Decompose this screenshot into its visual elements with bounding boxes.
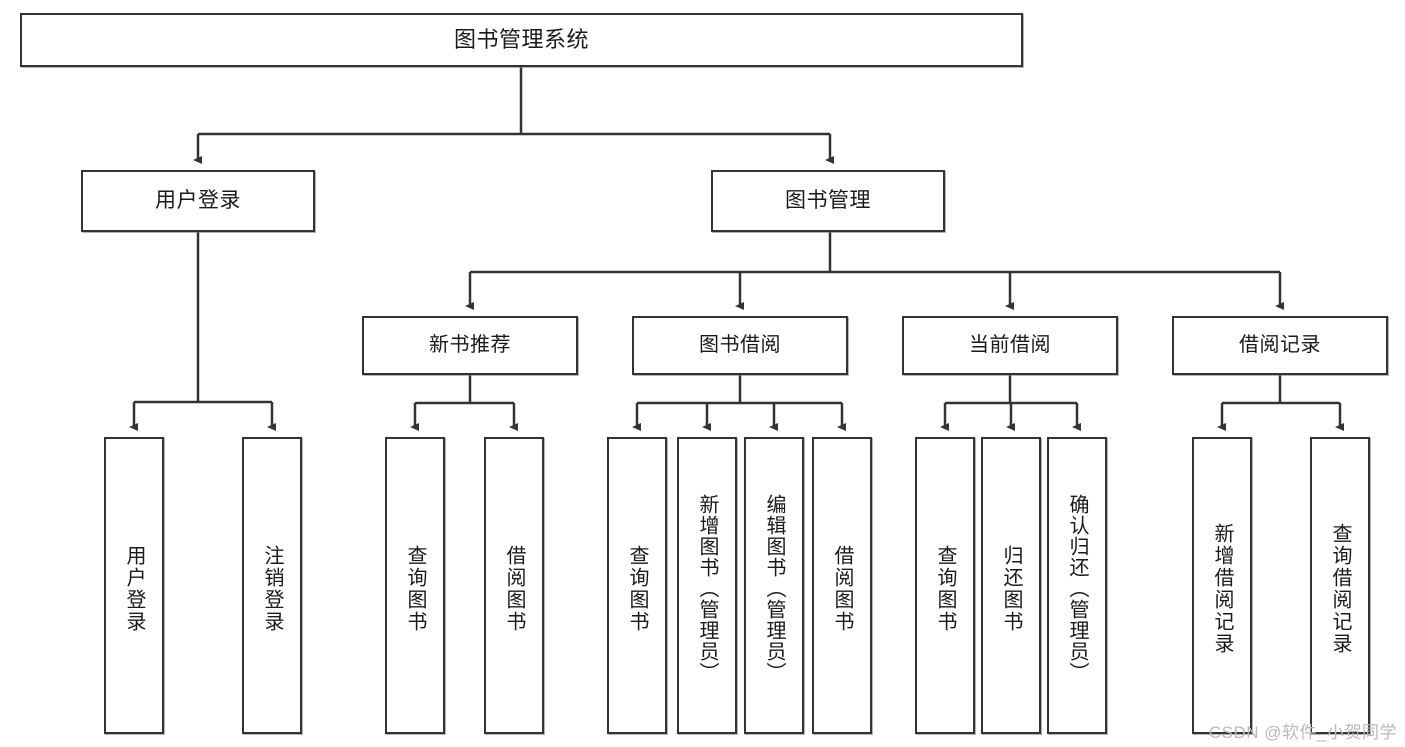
leaf-br-add-record[interactable]: 新增借阅记录 [1192, 437, 1252, 734]
node-label: 用户登录 [155, 188, 241, 212]
leaf-cb-query-book[interactable]: 查询图书 [915, 437, 975, 734]
node-label: 编辑图书（管理员） [763, 494, 785, 683]
leaf-user-logout[interactable]: 注销登录 [242, 437, 302, 734]
node-label: 借阅记录 [1239, 333, 1321, 356]
node-label: 新增借阅记录 [1211, 522, 1233, 655]
node-label: 确认归还（管理员） [1066, 494, 1088, 683]
node-label: 当前借阅 [969, 333, 1051, 356]
node-label: 新书推荐 [429, 333, 511, 356]
node-book-management-system[interactable]: 图书管理系统 [20, 13, 1023, 67]
node-user-login[interactable]: 用户登录 [81, 170, 315, 232]
node-label: 查询图书 [404, 544, 426, 633]
node-label: 查询借阅记录 [1329, 522, 1351, 655]
node-current-borrow[interactable]: 当前借阅 [902, 316, 1118, 375]
node-label: 归还图书 [1000, 544, 1022, 633]
node-label: 查询图书 [934, 544, 956, 633]
leaf-nb-query-book[interactable]: 查询图书 [385, 437, 445, 734]
node-label: 借阅图书 [503, 544, 525, 633]
node-new-book-recommend[interactable]: 新书推荐 [362, 316, 578, 375]
leaf-bb-borrow-book[interactable]: 借阅图书 [812, 437, 872, 734]
leaf-cb-confirm-return-admin[interactable]: 确认归还（管理员） [1047, 437, 1107, 734]
leaf-br-query-record[interactable]: 查询借阅记录 [1310, 437, 1370, 734]
node-label: 查询图书 [626, 544, 648, 633]
node-label: 用户登录 [123, 544, 145, 633]
leaf-bb-query-book[interactable]: 查询图书 [607, 437, 667, 734]
leaf-user-login[interactable]: 用户登录 [104, 437, 164, 734]
leaf-bb-edit-book-admin[interactable]: 编辑图书（管理员） [744, 437, 804, 734]
leaf-cb-return-book[interactable]: 归还图书 [981, 437, 1041, 734]
node-borrow-record[interactable]: 借阅记录 [1172, 316, 1388, 375]
node-book-management[interactable]: 图书管理 [711, 170, 945, 232]
node-label: 新增图书（管理员） [696, 494, 718, 683]
node-label: 图书管理 [785, 188, 871, 212]
node-book-borrow[interactable]: 图书借阅 [632, 316, 848, 375]
node-label: 注销登录 [261, 544, 283, 633]
leaf-bb-add-book-admin[interactable]: 新增图书（管理员） [677, 437, 737, 734]
watermark: CSDN @软件_小贺同学 [1208, 723, 1397, 742]
node-label: 图书借阅 [699, 333, 781, 356]
leaf-nb-borrow-book[interactable]: 借阅图书 [484, 437, 544, 734]
node-label: 借阅图书 [831, 544, 853, 633]
node-label: 图书管理系统 [453, 27, 589, 53]
